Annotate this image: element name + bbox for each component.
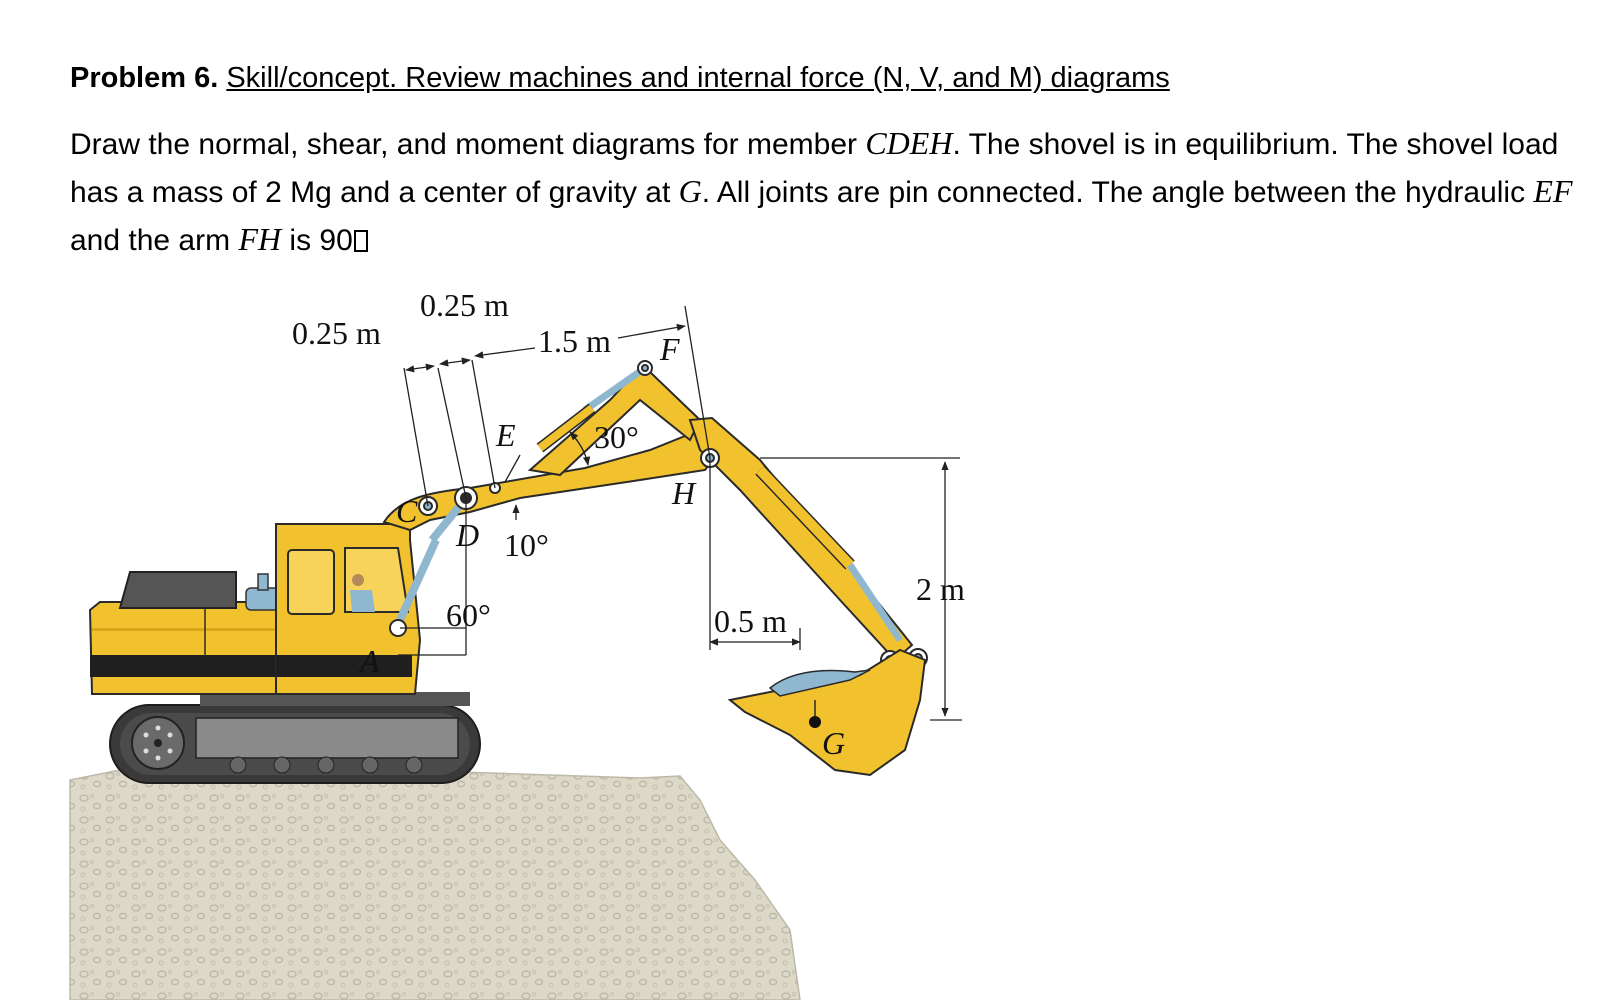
fh-symbol: FH	[238, 221, 282, 257]
dim-label-1-5m: 1.5 m	[538, 323, 611, 359]
crawler-track	[109, 704, 481, 784]
angle-label-60: 60°	[446, 597, 491, 633]
problem-title-line: Problem 6. Skill/concept. Review machine…	[70, 58, 1590, 98]
dim-label-0-25m-left: 0.25 m	[292, 315, 381, 351]
dim-label-0-25m-top: 0.25 m	[420, 287, 509, 323]
problem-header: Problem 6. Skill/concept. Review machine…	[70, 58, 1590, 264]
statement-part-5: is 90	[281, 224, 353, 257]
point-label-e: E	[495, 417, 516, 453]
dim-label-2m: 2 m	[916, 571, 965, 607]
excavator-figure: 0.25 m 0.25 m 1.5 m 0.5 m 2 m 30° 10° 60…	[69, 287, 965, 1000]
excavator-body	[88, 523, 470, 706]
statement-part-4: and the arm	[70, 224, 239, 257]
degree-missing-glyph	[353, 230, 368, 252]
ef-symbol: EF	[1533, 173, 1573, 209]
statement-part-1: Draw the normal, shear, and moment diagr…	[70, 128, 866, 161]
statement-part-2: . The shovel is in equilibrium. The shov…	[70, 128, 1559, 209]
point-label-a: A	[358, 643, 380, 679]
point-label-c: C	[396, 493, 418, 529]
point-label-h: H	[671, 475, 697, 511]
cg-point-g	[809, 716, 821, 728]
angle-label-30: 30°	[594, 419, 639, 455]
point-label-g: G	[822, 725, 845, 761]
g-symbol: G	[678, 173, 702, 209]
problem-statement: Draw the normal, shear, and moment diagr…	[70, 120, 1590, 264]
ground	[69, 769, 801, 1000]
statement-part-3: . All joints are pin connected. The angl…	[701, 176, 1534, 209]
problem-label: Problem 6.	[70, 62, 219, 94]
member-symbol: CDEH	[865, 125, 953, 161]
angle-label-10: 10°	[504, 527, 549, 563]
point-label-d: D	[455, 517, 479, 553]
problem-topic: Skill/concept. Review machines and inter…	[226, 62, 1170, 94]
dimension-lines	[398, 305, 962, 721]
dim-label-0-5m: 0.5 m	[714, 603, 787, 639]
point-label-f: F	[659, 331, 680, 367]
bucket	[727, 648, 927, 777]
